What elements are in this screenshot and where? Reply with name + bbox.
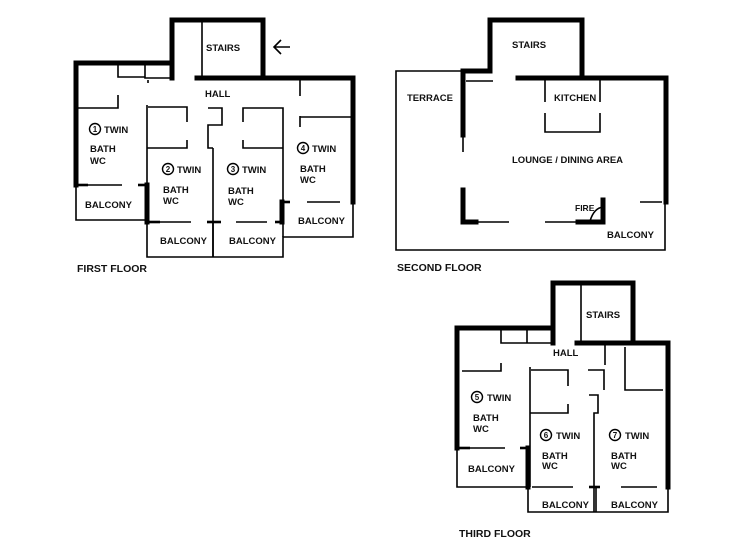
room-7: 7 TWIN BATH WC BALCONY [608,428,659,511]
third-stairs-label: STAIRS [586,310,620,321]
room-5: 5 TWIN BATH WC BALCONY [468,390,516,475]
svg-text:BATH: BATH [228,186,254,197]
room-4: 4 TWIN BATH WC BALCONY [296,141,346,227]
room-number-badge [88,122,102,136]
svg-text:TWIN: TWIN [556,431,580,442]
second-floor-title: SECOND FLOOR [397,262,482,274]
svg-text:3: 3 [231,165,236,174]
svg-text:BATH: BATH [300,164,326,175]
first-hall-label: HALL [205,89,231,100]
third-floor-title: THIRD FLOOR [459,528,531,540]
svg-text:BALCONY: BALCONY [468,464,516,475]
svg-text:WC: WC [300,175,316,186]
svg-text:BATH: BATH [473,413,499,424]
svg-text:4: 4 [301,144,306,153]
svg-text:WC: WC [473,424,489,435]
svg-text:BATH: BATH [163,185,189,196]
svg-text:BALCONY: BALCONY [298,216,346,227]
svg-text:7: 7 [613,431,618,440]
svg-text:5: 5 [475,393,480,402]
svg-text:TWIN: TWIN [312,144,336,155]
room-1: 1 TWIN BATH WC BALCONY [85,122,133,211]
svg-text:TWIN: TWIN [177,165,201,176]
second-stairs-label: STAIRS [512,40,546,51]
svg-text:TWIN: TWIN [625,431,649,442]
second-floor-plan [395,17,669,251]
svg-text:TWIN: TWIN [242,165,266,176]
room-6: 6 TWIN BATH WC BALCONY [539,428,590,511]
room-2: 2 TWIN BATH WC BALCONY [160,162,208,247]
arrow-left-icon [272,39,290,55]
svg-text:WC: WC [90,156,106,167]
first-stairs-label: STAIRS [206,43,240,54]
svg-text:BATH: BATH [611,451,637,462]
svg-text:WC: WC [163,196,179,207]
svg-text:BALCONY: BALCONY [229,236,277,247]
svg-text:WC: WC [542,461,558,472]
fire-label: FIRE [575,203,595,213]
svg-text:BALCONY: BALCONY [160,236,208,247]
first-floor-title: FIRST FLOOR [77,263,147,275]
kitchen-label: KITCHEN [554,93,596,104]
svg-text:BALCONY: BALCONY [611,500,659,511]
svg-text:BALCONY: BALCONY [85,200,133,211]
svg-text:WC: WC [228,197,244,208]
svg-text:TWIN: TWIN [104,125,128,136]
third-hall-label: HALL [553,348,579,359]
svg-text:BATH: BATH [542,451,568,462]
svg-text:BATH: BATH [90,144,116,155]
svg-text:6: 6 [544,431,549,440]
svg-text:TWIN: TWIN [487,393,511,404]
terrace-label: TERRACE [407,93,453,104]
room-3: 3 TWIN BATH WC BALCONY [226,162,277,247]
svg-text:BALCONY: BALCONY [542,500,590,511]
lounge-dining-label: LOUNGE / DINING AREA [512,155,623,166]
second-balcony-label: BALCONY [607,230,655,241]
svg-text:WC: WC [611,461,627,472]
svg-text:1: 1 [93,125,98,134]
svg-text:2: 2 [166,165,171,174]
third-floor-plan [454,280,671,513]
first-floor-plan [73,17,356,258]
